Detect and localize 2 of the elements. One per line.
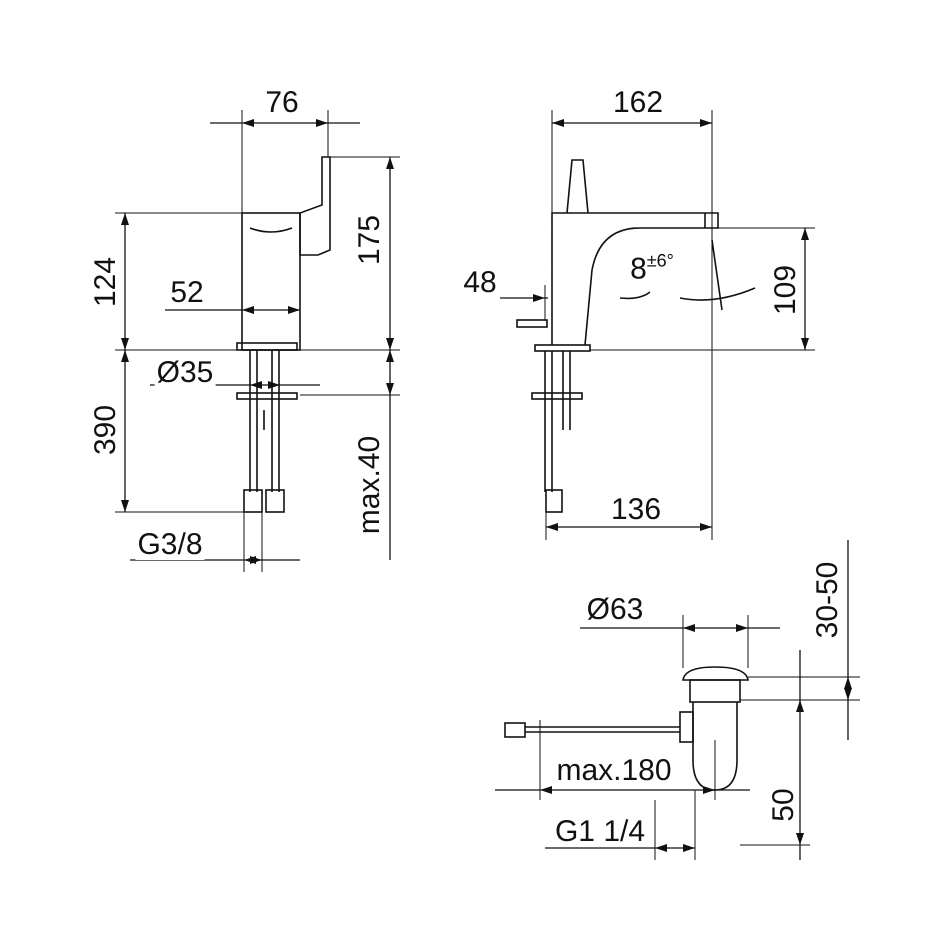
dimension-value: G3/8 (135, 530, 205, 560)
dimension-value: Ø35 (154, 358, 216, 388)
